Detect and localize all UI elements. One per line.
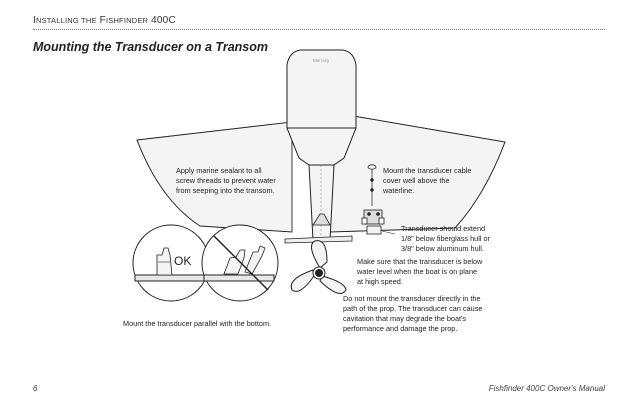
motor-shaft: [308, 164, 335, 241]
header-cap-1: I: [33, 15, 36, 26]
incorrect-detail: [201, 224, 279, 302]
header-cap-2: F: [99, 15, 106, 26]
ok-detail: [132, 224, 210, 302]
header-model: 400C: [151, 15, 176, 26]
running-header: INSTALLING THE FISHFINDER 400C: [33, 15, 176, 26]
header-divider: [33, 29, 605, 30]
motor-brand: Mercury: [313, 58, 330, 63]
transducer-mount: [361, 209, 385, 235]
manual-title: Fishfinder 400C Owner's Manual: [488, 384, 605, 393]
page-number: 6: [33, 384, 38, 393]
section-title: Mounting the Transducer on a Transom: [33, 40, 268, 54]
propeller: [290, 240, 347, 294]
note-sealant: Apply marine sealant to all screw thread…: [176, 166, 276, 195]
cavitation-plate: [284, 235, 353, 244]
cable-cover: [367, 164, 377, 206]
header-rest-1: NSTALLING THE: [35, 16, 97, 25]
header-rest-2: ISHFINDER: [105, 16, 149, 25]
note-prop-warning: Do not mount the transducer directly in …: [343, 294, 483, 333]
ok-label: OK: [174, 254, 192, 268]
note-parallel: Mount the transducer parallel with the b…: [123, 319, 272, 328]
note-below-water: Make sure that the transducer is below w…: [357, 257, 483, 286]
hull-right: [329, 111, 506, 233]
note-cable-cover: Mount the transducer cable cover well ab…: [383, 166, 472, 195]
note-extend: Transducer should extend 1/8" below fibe…: [401, 224, 490, 253]
motor-cowl: [286, 49, 357, 129]
skeg: [312, 213, 331, 226]
